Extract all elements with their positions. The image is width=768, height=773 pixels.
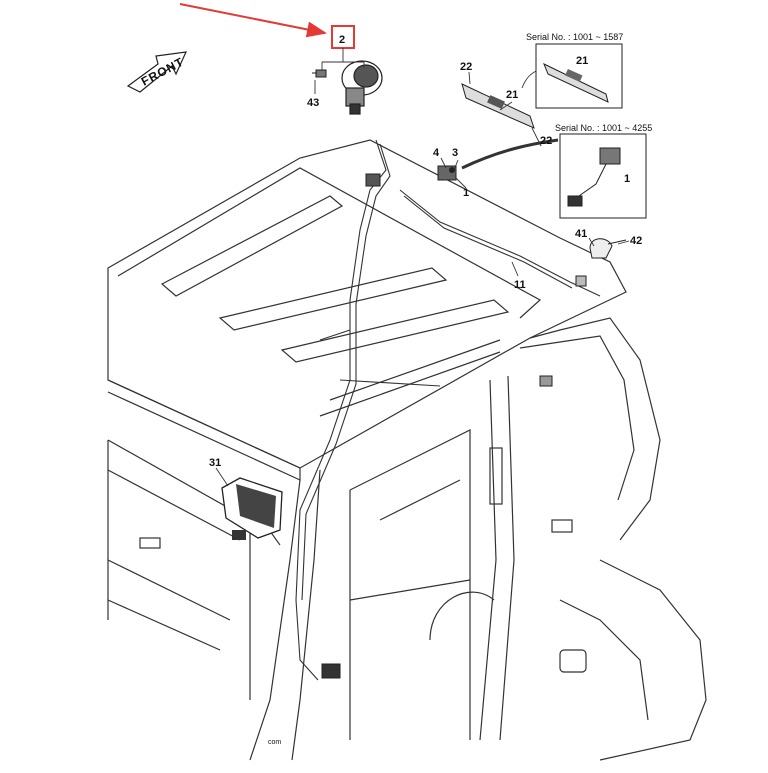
watermark: com xyxy=(268,739,281,746)
callout-43: 43 xyxy=(307,97,319,109)
bracket-21 xyxy=(461,83,535,129)
front-direction-arrow: FRONT xyxy=(126,51,187,93)
callout-21: 21 xyxy=(506,89,518,101)
callout-1: 1 xyxy=(463,187,469,199)
callout-3: 3 xyxy=(452,147,458,159)
callout-41: 41 xyxy=(575,228,587,240)
callout-22-top: 22 xyxy=(460,61,472,73)
callout-labels: 2 43 22 21 22 4 3 1 41 42 11 31 xyxy=(209,34,642,469)
callout-22-mid: 22 xyxy=(540,135,552,147)
serial-inset-a: Serial No. : 1001 ~ 1587 21 xyxy=(526,32,623,109)
beacon-switch-1 xyxy=(437,165,457,181)
callout-4: 4 xyxy=(433,147,440,159)
connectors xyxy=(321,173,587,679)
callout-42: 42 xyxy=(630,235,642,247)
front-lamp-31 xyxy=(221,477,283,540)
callout-2: 2 xyxy=(339,34,345,46)
callout-31: 31 xyxy=(209,457,221,469)
inset-a-serial: Serial No. : 1001 ~ 1587 xyxy=(526,32,623,42)
inset-b-part: 1 xyxy=(624,173,630,185)
inset-b-serial: Serial No. : 1001 ~ 4255 xyxy=(555,123,652,133)
clamp-41-42 xyxy=(589,238,627,259)
highlight-arrow xyxy=(179,3,327,38)
bulb-43 xyxy=(312,69,327,78)
callout-11: 11 xyxy=(514,279,526,291)
inset-a-part: 21 xyxy=(576,55,588,67)
work-lamp-2 xyxy=(341,60,383,115)
cab-structure xyxy=(107,139,707,761)
serial-inset-b: Serial No. : 1001 ~ 4255 1 xyxy=(555,123,652,219)
wiring-harness xyxy=(261,139,601,681)
leader-lines xyxy=(215,48,630,487)
